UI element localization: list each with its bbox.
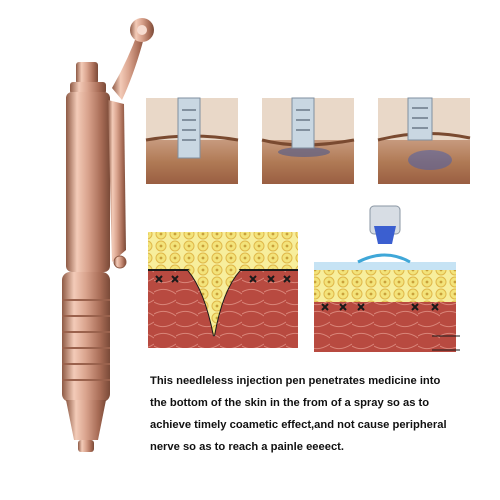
pen-lever-arm bbox=[112, 30, 146, 100]
skin-sample-during bbox=[261, 97, 355, 184]
description-line: This needleless injection pen penetrates… bbox=[150, 375, 441, 387]
pen-top-cap bbox=[76, 62, 98, 84]
injection-pen bbox=[62, 18, 154, 452]
serum-drop bbox=[374, 226, 396, 244]
treated-skin-diagram bbox=[314, 205, 460, 352]
pen-nozzle bbox=[66, 400, 106, 440]
description-line: the bottom of the skin in the from of a … bbox=[150, 397, 430, 409]
skin-sample-before bbox=[145, 97, 239, 184]
pen-barrel bbox=[66, 92, 110, 272]
pen-side-handle bbox=[108, 100, 126, 262]
skin-sample-after bbox=[377, 97, 471, 184]
pen-grip bbox=[62, 272, 110, 402]
wrinkle-skin-diagram bbox=[148, 232, 298, 348]
description-line: achieve timely coametic effect,and not c… bbox=[150, 419, 447, 431]
product-description: This needleless injection pen penetrates… bbox=[150, 370, 495, 458]
description-line: nerve so as to reach a painle eeeect. bbox=[150, 441, 345, 453]
